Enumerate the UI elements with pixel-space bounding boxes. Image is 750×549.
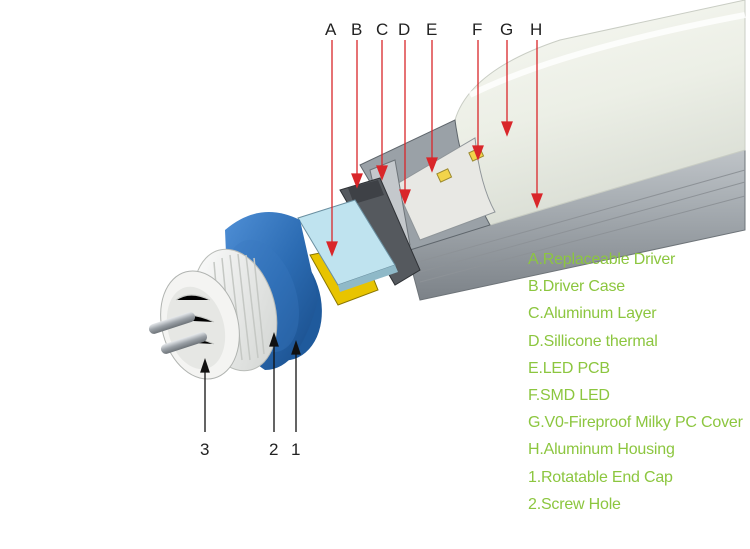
legend-item-c: C.Aluminum Layer — [528, 305, 657, 323]
legend-item-2: 2.Screw Hole — [528, 495, 621, 513]
label-c: C — [376, 20, 389, 39]
label-2: 2 — [269, 440, 279, 459]
label-d: D — [398, 20, 411, 39]
legend-item-a: A.Replaceable Driver — [528, 251, 676, 268]
label-1: 1 — [291, 440, 301, 459]
legend-item-1: 1.Rotatable End Cap — [528, 468, 673, 486]
pin-2 — [160, 332, 208, 354]
label-3: 3 — [200, 440, 210, 459]
smd-led-1 — [436, 168, 453, 183]
legend: A.Replaceable Driver B.Driver Case C.Alu… — [528, 246, 748, 518]
legend-item-f: F.SMD LED — [528, 387, 610, 405]
label-h: H — [530, 20, 543, 39]
number-leaders — [200, 331, 301, 432]
legend-item-b: B.Driver Case — [528, 278, 625, 296]
legend-item-e: E.LED PCB — [528, 359, 610, 377]
legend-item-g: G.V0-Fireproof Milky PC Cover — [528, 414, 743, 432]
tube-body — [339, 0, 746, 301]
callout-arrows — [326, 40, 543, 257]
led-pcb — [394, 137, 496, 241]
legend-item-h: H.Aluminum Housing — [528, 441, 675, 459]
label-a: A — [325, 20, 337, 39]
pin-1 — [148, 312, 196, 334]
replaceable-driver — [297, 199, 398, 306]
label-f: F — [472, 20, 483, 39]
label-b: B — [351, 20, 363, 39]
legend-item-d: D.Sillicone thermal — [528, 332, 658, 350]
end-cap-face — [148, 270, 240, 380]
label-g: G — [500, 20, 514, 39]
label-e: E — [426, 20, 438, 39]
